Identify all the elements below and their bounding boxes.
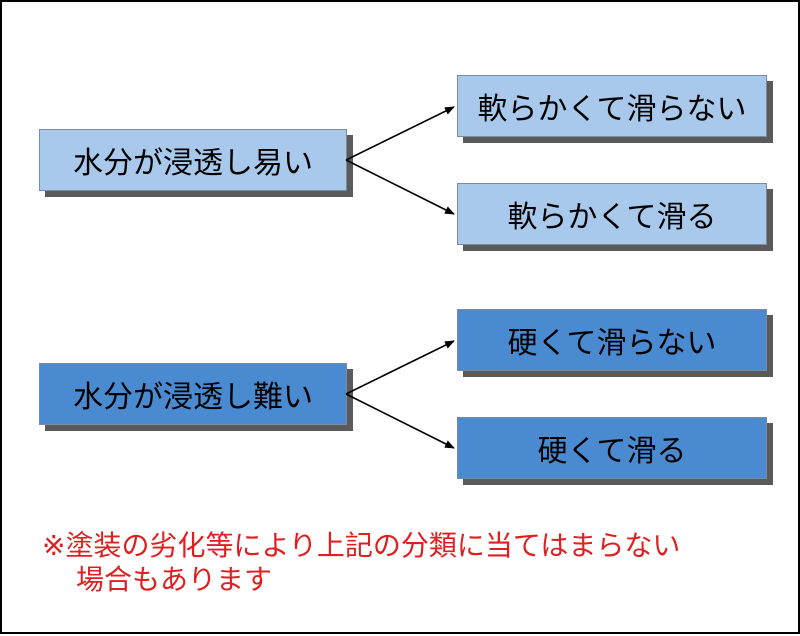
result-label: 軟らかくて滑らない bbox=[477, 92, 747, 127]
footnote-line-1: ※塗装の劣化等により上記の分類に当てはまらない bbox=[42, 529, 681, 562]
result-box-soft-not-slippery: 軟らかくて滑らない bbox=[457, 75, 767, 137]
source-box-easy-penetration: 水分が浸透し易い bbox=[39, 129, 347, 191]
arrow-easy-to-soft-not-slippery bbox=[345, 106, 455, 161]
result-label: 軟らかくて滑る bbox=[507, 200, 717, 235]
result-box-soft-slippery: 軟らかくて滑る bbox=[457, 183, 767, 245]
result-label: 硬くて滑る bbox=[537, 434, 687, 469]
footnote: ※塗装の劣化等により上記の分類に当てはまらない 場合もあります bbox=[42, 529, 782, 597]
result-box-hard-slippery: 硬くて滑る bbox=[457, 417, 767, 479]
result-box-hard-not-slippery: 硬くて滑らない bbox=[457, 309, 767, 371]
result-label: 硬くて滑らない bbox=[507, 326, 717, 361]
source-label: 水分が浸透し易い bbox=[73, 146, 313, 181]
footnote-line-2: 場合もあります bbox=[76, 563, 273, 596]
arrow-easy-to-soft-slippery bbox=[345, 159, 455, 215]
source-label: 水分が浸透し難い bbox=[73, 380, 313, 415]
arrow-hard-to-hard-not-slippery bbox=[345, 340, 455, 395]
source-box-hard-penetration: 水分が浸透し難い bbox=[39, 363, 347, 425]
arrow-hard-to-hard-slippery bbox=[345, 393, 455, 449]
